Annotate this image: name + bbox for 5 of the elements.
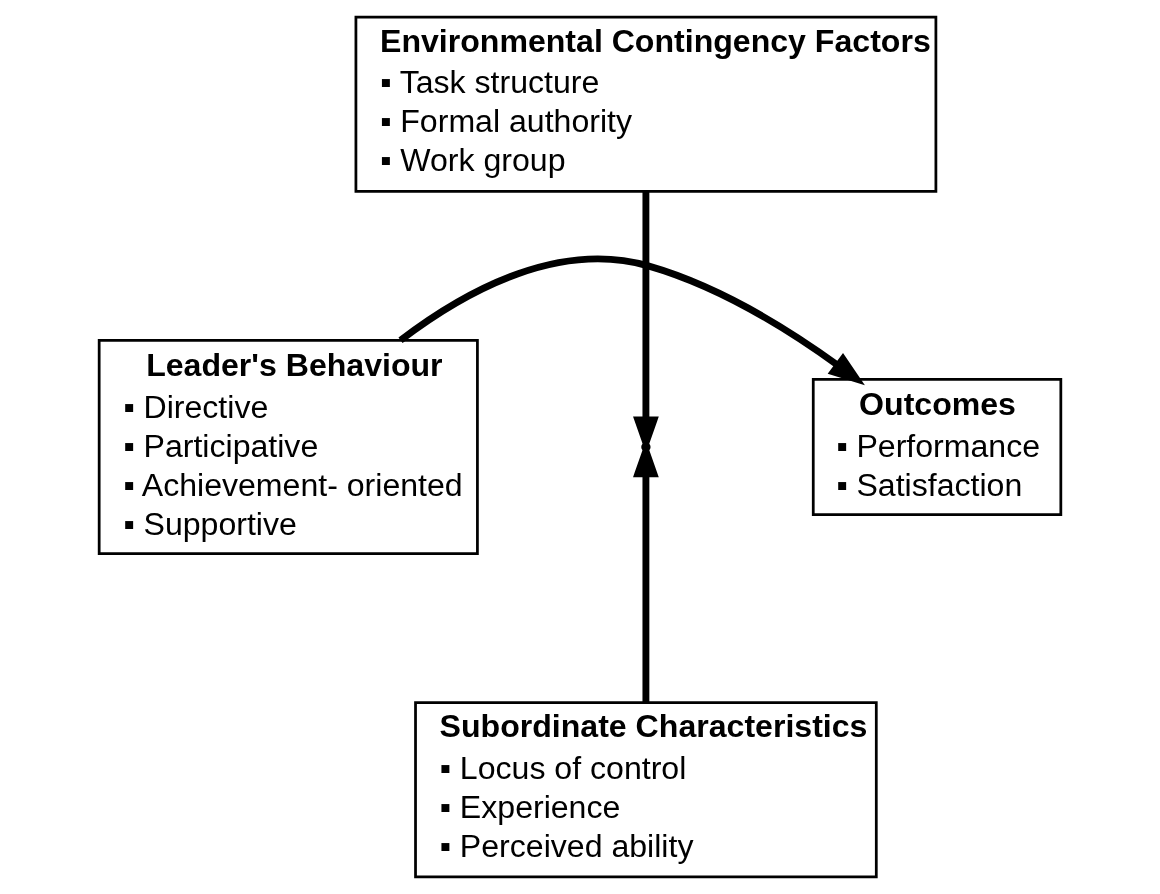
node-box: Environmental Contingency Factors ▪ Task structure ▪ Formal authority ▪ Work group xyxy=(354,15,938,193)
node-box: Leader's Behaviour ▪ Directive ▪ Participative ▪ Achievement- oriented ▪ Supportive xyxy=(97,339,479,555)
node-box: Outcomes ▪ Performance ▪ Satisfaction xyxy=(811,378,1063,516)
arrow xyxy=(398,255,865,386)
node-box: Subordinate Characteristics ▪ Locus of control ▪ Experience ▪ Perceived ability xyxy=(414,701,878,879)
